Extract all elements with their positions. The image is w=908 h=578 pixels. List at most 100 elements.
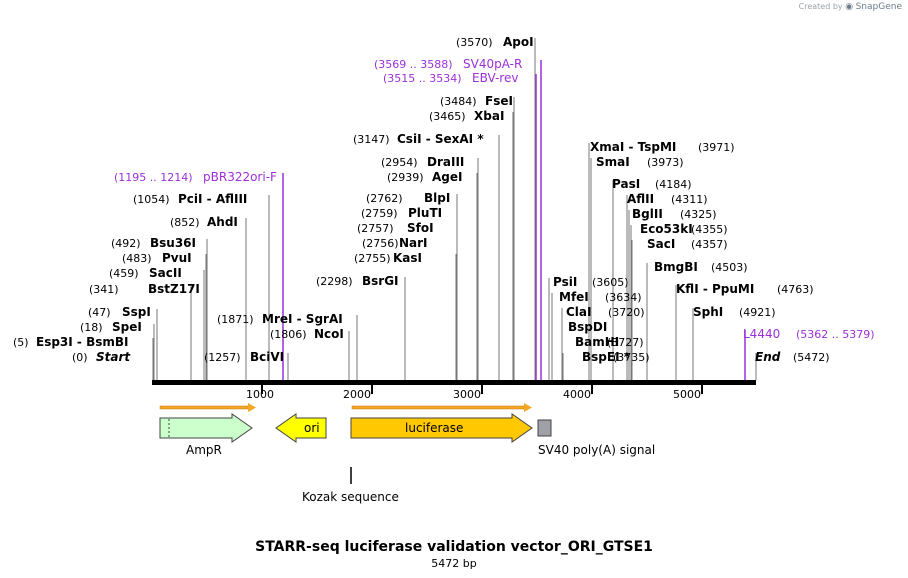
site-pos-ahdi: (852) [170,216,200,229]
orf-arrow-1 [159,405,249,410]
site-name-bsrgi[interactable]: BsrGI [362,274,399,288]
site-name-sv40pa-r[interactable]: SV40pA-R [463,57,522,71]
site-name-bamhi[interactable]: BamHI [575,335,619,349]
site-name-end[interactable]: End [755,350,781,364]
site-name-sacii[interactable]: SacII [149,266,182,280]
site-name-bsu36i[interactable]: Bsu36I [150,236,196,250]
site-name-spei[interactable]: SpeI [112,320,142,334]
site-name-bspei[interactable]: BspEI * [582,350,631,364]
site-name-bmgbi[interactable]: BmgBI [654,260,698,274]
feature-ampr[interactable]: AmpR [159,413,253,457]
site-name-sphi[interactable]: SphI [693,305,723,319]
site-name-pbr322ori-f[interactable]: pBR322ori-F [203,170,277,184]
site-name-draiii[interactable]: DraIII [427,155,464,169]
site-pos-pasi: (4184) [655,178,692,191]
site-pos-pcii-afliii: (1054) [133,193,170,206]
feature-luciferase[interactable]: luciferase [350,413,533,443]
site-pos-ncoi: (1806) [270,328,307,341]
site-name-start[interactable]: Start [96,350,131,364]
site-name-bcivi[interactable]: BciVI [250,350,284,364]
site-name-smai[interactable]: SmaI [596,155,630,169]
site-name-saci[interactable]: SacI [647,237,675,251]
tick-label-4000: 4000 [563,388,591,401]
site-name-mrei-sgrai[interactable]: MreI - SgrAI [262,312,343,326]
site-pos-sfoi: (2757) [357,222,394,235]
site-name-pasi[interactable]: PasI [612,177,640,191]
site-pos-sacii: (459) [109,267,139,280]
site-pos-l4440: (5362 .. 5379) [796,328,875,341]
site-pos-bsrgi: (2298) [316,275,353,288]
site-pos-blpi: (2762) [366,192,403,205]
site-pos-saci: (4357) [691,238,728,251]
site-name-nari[interactable]: NarI [399,236,428,250]
tick-label-2000: 2000 [343,388,371,401]
site-name-sspi[interactable]: SspI [122,305,151,319]
site-name-pcii-afliii[interactable]: PciI - AflIII [178,192,247,206]
site-pos-pvui: (483) [122,252,152,265]
site-name-aflii[interactable]: AflII [627,192,654,206]
sv40-box[interactable] [537,419,552,437]
map-length: 5472 bp [431,557,477,570]
site-pos-aflii: (4311) [671,193,708,206]
site-pos-smai: (3973) [647,156,684,169]
site-name-fsei[interactable]: FseI [485,94,513,108]
site-name-bglii[interactable]: BglII [632,207,663,221]
site-pos-sv40pa-r: (3569 .. 3588) [374,58,453,71]
backbone [152,380,756,385]
ori-arrow[interactable] [275,413,327,443]
site-pos-mfei: (3634) [605,291,642,304]
site-name-ebv-rev[interactable]: EBV-rev [472,71,518,85]
site-pos-ebv-rev: (3515 .. 3534) [383,72,462,85]
site-pos-xbai: (3465) [429,110,466,123]
site-name-mfei[interactable]: MfeI [559,290,589,304]
site-name-ahdi[interactable]: AhdI [207,215,238,229]
site-name-bspdi[interactable]: BspDI [568,320,607,334]
feature-kozak[interactable]: Kozak sequence [302,467,399,504]
site-pos-draiii: (2954) [381,156,418,169]
site-name-clai[interactable]: ClaI [566,305,591,319]
site-pos-psii: (3605) [592,276,629,289]
site-name-csii-sexai[interactable]: CsiI - SexAI * [397,132,484,146]
site-name-kasi[interactable]: KasI [393,251,422,265]
site-leader-lines [152,38,757,380]
site-name-psii[interactable]: PsiI [553,275,577,289]
site-name-kfli-ppumi[interactable]: KflI - PpuMI [676,282,754,296]
site-name-xmai-tspmi[interactable]: XmaI - TspMI [590,140,676,154]
luciferase-arrow[interactable] [350,413,533,443]
ori-label: ori [304,421,320,435]
site-name-apoi[interactable]: ApoI [503,35,534,49]
site-name-sfoi[interactable]: SfoI [407,221,434,235]
site-pos-mrei-sgrai: (1871) [217,313,254,326]
site-pos-nari: (2756) [362,237,399,250]
credit-text: Created by [798,2,843,11]
site-pos-sphi: (4921) [739,306,776,319]
site-pos-clai: (3720) [608,306,645,319]
site-pos-pluti: (2759) [361,207,398,220]
site-pos-spei: (18) [80,321,103,334]
credit-brand: SnapGene [855,2,902,12]
feature-sv40-polya[interactable]: SV40 poly(A) signal [537,419,655,457]
luciferase-label: luciferase [405,421,463,435]
site-name-pvui[interactable]: PvuI [162,251,192,265]
site-pos-start: (0) [72,351,88,364]
axis: 1000 2000 3000 4000 5000 [246,385,703,401]
site-name-blpi[interactable]: BlpI [424,191,450,205]
feature-ori[interactable]: ori [275,413,327,443]
site-name-xbai[interactable]: XbaI [474,109,504,123]
kozak-label: Kozak sequence [302,490,399,504]
site-pos-csii-sexai: (3147) [353,133,390,146]
site-pos-kasi: (2755) [354,252,391,265]
site-name-eco53ki[interactable]: Eco53kI [640,222,693,236]
site-pos-fsei: (3484) [440,95,477,108]
site-name-l4440[interactable]: L4440 [743,327,780,341]
site-name-agei[interactable]: AgeI [432,170,462,184]
site-name-ncoi[interactable]: NcoI [314,327,344,341]
site-pos-bmgbi: (4503) [711,261,748,274]
site-pos-agei: (2939) [387,171,424,184]
site-name-pluti[interactable]: PluTI [408,206,442,220]
site-name-esp3i-bsmbi[interactable]: Esp3I - BsmBI [36,335,128,349]
ampr-arrow[interactable] [159,413,253,443]
site-pos-eco53ki: (4355) [691,223,728,236]
site-name-bstz17i[interactable]: BstZ17I [148,282,200,296]
